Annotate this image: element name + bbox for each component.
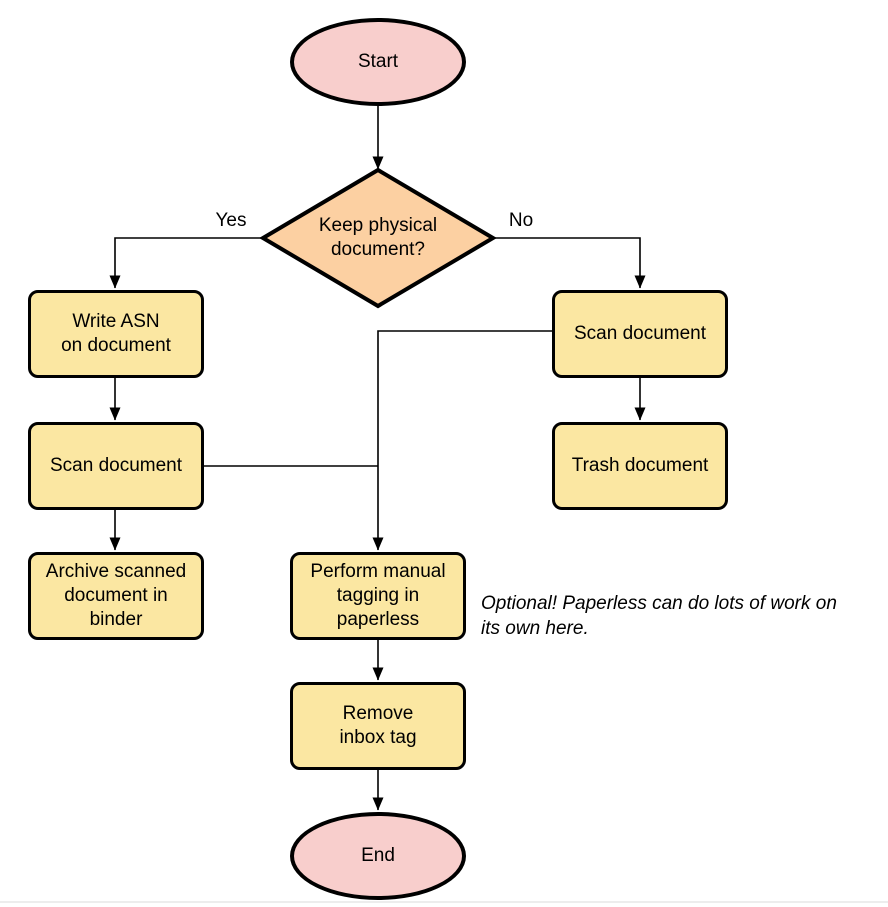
process-archive-binder: Archive scanned document in binder [28,552,204,640]
process-write-asn: Write ASN on document [28,290,204,378]
yes-branch-label: Yes [215,210,247,231]
decision-label: Keep physical document? [318,215,438,260]
no-branch-label: No [508,210,534,231]
process-trash-document-label: Trash document [571,455,709,476]
process-remove-inbox-tag: Remove inbox tag [290,682,466,770]
end-label: End [361,845,395,866]
decision-diamond-shape [259,167,497,309]
start-terminal: Start [290,18,466,106]
process-write-asn-label: Write ASN on document [61,311,171,356]
optional-note: Optional! Paperless can do lots of work … [481,593,837,639]
process-scan-document-left-label: Scan document [49,455,183,476]
end-terminal: End [290,812,466,900]
process-remove-inbox-tag-label: Remove inbox tag [339,703,417,748]
process-manual-tagging: Perform manual tagging in paperless [290,552,466,640]
process-manual-tagging-label: Perform manual tagging in paperless [310,561,446,630]
edge-decision-no-to-scan-right [493,237,646,289]
process-scan-document-left: Scan document [28,422,204,510]
decision-node: Keep physical document? [288,210,468,266]
start-label: Start [357,51,399,72]
process-archive-binder-label: Archive scanned document in binder [45,561,187,630]
process-scan-document-right-label: Scan document [573,323,707,344]
bottom-divider [0,901,888,903]
edge-scan-right-to-tagging [372,330,552,551]
process-trash-document: Trash document [552,422,728,510]
edge-decision-yes-to-write-asn [109,237,263,289]
process-scan-document-right: Scan document [552,290,728,378]
